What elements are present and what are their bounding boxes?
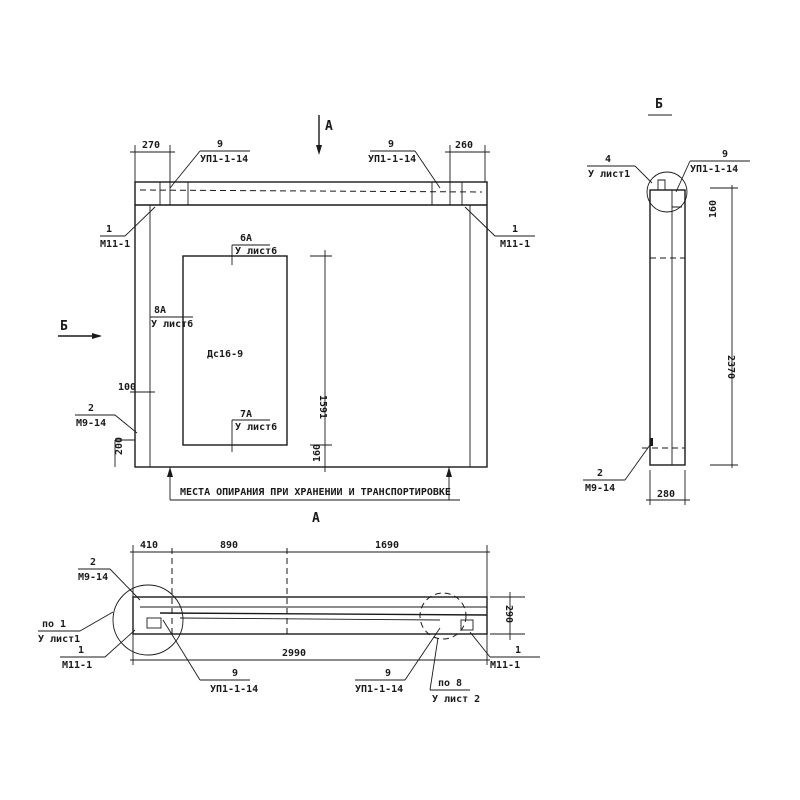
dim-890: 890 <box>220 540 238 551</box>
callout-ref: УП1-1-14 <box>210 684 258 695</box>
dim-290: 290 <box>503 605 514 623</box>
callout-num: 2 <box>597 468 603 479</box>
callout-num: 9 <box>388 139 394 150</box>
callout-num: 9 <box>217 139 223 150</box>
side-view: Б 4 У лист1 9 УП1-1-14 160 2370 280 2 М9… <box>583 97 750 505</box>
detail-circle-right <box>419 592 467 640</box>
callout-num: 8А <box>154 305 166 316</box>
dim-270: 270 <box>142 140 160 151</box>
callout-num: 1 <box>515 645 521 656</box>
callout-num: 9 <box>385 668 391 679</box>
callout-num: по 8 <box>438 678 462 689</box>
callout-ref: УП1-1-14 <box>355 684 403 695</box>
dim-200: 200 <box>114 437 125 455</box>
callout-ref: М11-1 <box>62 660 92 671</box>
detail-circle <box>646 171 688 213</box>
dim-1690: 1690 <box>375 540 399 551</box>
detail-circle-left <box>112 584 184 656</box>
opening-label: Дс16-9 <box>207 349 243 360</box>
callout-ref: М9-14 <box>585 483 615 494</box>
callout-ref: М11-1 <box>490 660 520 671</box>
callout-ref: М9-14 <box>76 418 106 429</box>
callout-ref: У лист1 <box>588 169 630 180</box>
dim-410: 410 <box>140 540 158 551</box>
callout-ref: М11-1 <box>100 239 130 250</box>
callout-ref: М11-1 <box>500 239 530 250</box>
callout-ref: УП1-1-14 <box>690 164 738 175</box>
dim-100: 100 <box>118 382 136 393</box>
callout-num: 1 <box>106 224 112 235</box>
callout-num: 1 <box>512 224 518 235</box>
dim-160: 160 <box>312 444 323 462</box>
section-mark-top: А <box>325 119 333 134</box>
plan-view: 410 890 1690 2990 290 2 М9-14 по 1 У лис… <box>38 540 540 705</box>
support-note: МЕСТА ОПИРАНИЯ ПРИ ХРАНЕНИИ И ТРАНСПОРТИ… <box>180 487 451 498</box>
section-mark-bottom: А <box>312 511 320 526</box>
panel-outline <box>134 181 488 468</box>
callout-ref: УП1-1-14 <box>368 154 416 165</box>
callout-num: 2 <box>88 403 94 414</box>
callout-ref: У лист1 <box>38 634 80 645</box>
callout-ref: М9-14 <box>78 572 108 583</box>
callout-ref: У лист 2 <box>432 694 480 705</box>
dim-2990: 2990 <box>282 648 306 659</box>
callout-ref: УП1-1-14 <box>200 154 248 165</box>
callout-ref: У лист6 <box>235 422 277 433</box>
callout-num: 2 <box>90 557 96 568</box>
dim-260: 260 <box>455 140 473 151</box>
callout-num: 9 <box>722 149 728 160</box>
top-beam-rebar <box>139 189 483 193</box>
side-view-title: Б <box>655 97 663 112</box>
section-mark-left: Б <box>60 319 68 334</box>
callout-num: 1 <box>78 645 84 656</box>
door-opening <box>182 255 288 446</box>
dim-280: 280 <box>657 489 675 500</box>
callout-ref: У лист6 <box>151 319 193 330</box>
dim-2370: 2370 <box>725 355 736 379</box>
callout-num: 4 <box>605 154 611 165</box>
callout-num: по 1 <box>42 619 66 630</box>
elevation-view: Дс16-9 А А Б 270 260 9 УП1-1-14 9 УП1-1-… <box>58 115 535 526</box>
dim-1591: 1591 <box>317 395 328 419</box>
callout-num: 9 <box>232 668 238 679</box>
callout-num: 7А <box>240 409 252 420</box>
callout-num: 6А <box>240 233 252 244</box>
side-panel <box>649 189 686 466</box>
plan-outline <box>132 596 488 635</box>
dim-160: 160 <box>708 200 719 218</box>
callout-ref: У лист6 <box>235 246 277 257</box>
